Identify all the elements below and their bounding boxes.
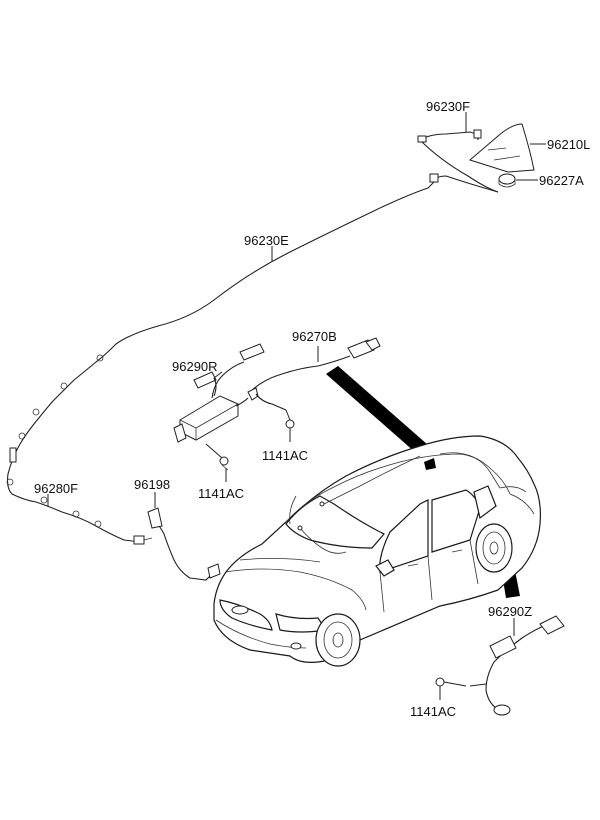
callout-1141AC-b: 1141AC: [198, 486, 244, 501]
feeder-harness-96198: [147, 492, 221, 581]
callout-96210L: 96210L: [547, 137, 590, 152]
bolt-1141AC-c: [435, 677, 467, 700]
leader-lines: [47, 112, 546, 506]
callout-1141AC-c: 1141AC: [410, 704, 456, 719]
antenna-grommet-96227A: [498, 173, 516, 188]
rear-antenna-cable-96290Z: [469, 615, 565, 716]
shark-fin-antenna-96210L: [468, 123, 535, 173]
callout-96227A: 96227A: [539, 173, 584, 188]
callout-96230F: 96230F: [426, 99, 470, 114]
callout-96230E: 96230E: [244, 233, 289, 248]
bolt-1141AC-a: [205, 443, 229, 482]
vehicle-outline: [213, 435, 541, 667]
main-harness-96230E: [6, 173, 499, 545]
callout-1141AC-a: 1141AC: [262, 448, 308, 463]
callout-96198: 96198: [134, 477, 170, 492]
leader-band-96270B: [326, 366, 436, 460]
callout-96270B: 96270B: [292, 329, 337, 344]
antenna-module-96290R: [173, 343, 265, 443]
callout-96290Z: 96290Z: [488, 604, 532, 619]
antenna-cable-96230F: [417, 129, 499, 193]
callout-96280F: 96280F: [34, 481, 78, 496]
callout-96290R: 96290R: [172, 359, 218, 374]
antenna-cable-96270B: [247, 337, 381, 442]
